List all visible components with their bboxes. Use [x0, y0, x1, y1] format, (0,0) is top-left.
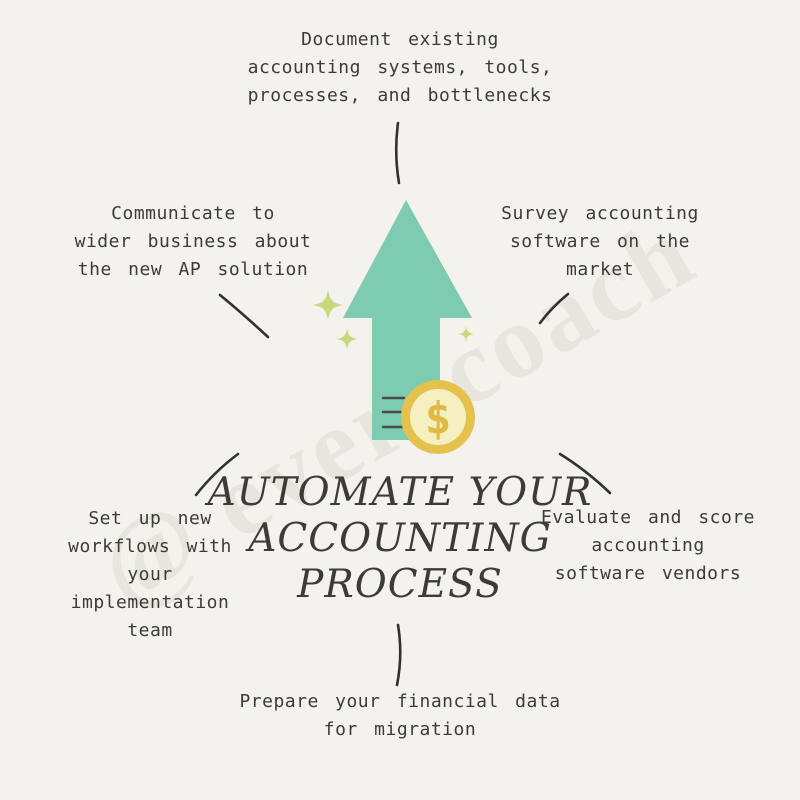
step-line: workflows with [68, 536, 232, 557]
step-document-systems: Document existing accounting systems, to… [150, 26, 650, 110]
step-line: processes, and bottlenecks [247, 85, 553, 106]
sparkle-icon [312, 289, 344, 321]
up-arrow-shape [343, 200, 472, 440]
coin-face [410, 389, 466, 445]
page-title: AUTOMATE YOUR ACCOUNTING PROCESS [150, 470, 650, 608]
sparkle-icon [336, 328, 358, 350]
step-line: team [127, 620, 173, 641]
step-survey-software: Survey accounting software on the market [460, 200, 740, 284]
step-communicate-solution: Communicate to wider business about the … [53, 200, 333, 284]
growth-arrow-icon: $ [312, 200, 475, 454]
step-line: software vendors [554, 563, 742, 584]
connector-lower-left [194, 452, 240, 497]
step-line: Survey accounting [501, 203, 699, 224]
step-line: implementation [70, 592, 230, 613]
sparkle-icon [458, 326, 474, 342]
step-line: Document existing [301, 29, 499, 50]
step-evaluate-vendors: Evaluate and score accounting software v… [508, 504, 788, 588]
step-line: software on the [509, 231, 691, 252]
title-line: PROCESS [297, 562, 503, 607]
step-line: Set up new [88, 508, 212, 529]
title-line: AUTOMATE YOUR [207, 470, 593, 515]
step-line: Prepare your financial data [239, 691, 561, 712]
step-line: Communicate to [111, 203, 275, 224]
dollar-coin-icon: $ [401, 380, 475, 454]
step-line: for migration [323, 719, 477, 740]
shaft-detail-lines [381, 396, 406, 429]
connector-upper-right [538, 292, 570, 325]
connector-upper-left [218, 293, 270, 339]
step-prepare-data: Prepare your financial data for migratio… [150, 688, 650, 744]
dollar-symbol: $ [425, 393, 452, 444]
connector-top [394, 121, 401, 185]
step-setup-workflows: Set up new workflows with your implement… [10, 505, 290, 645]
step-line: wider business about [74, 231, 312, 252]
connector-bottom [395, 623, 402, 687]
step-line: market [565, 259, 635, 280]
connector-lower-right [558, 452, 612, 495]
step-line: the new AP solution [77, 259, 309, 280]
title-line: ACCOUNTING [248, 516, 552, 561]
step-line: Evaluate and score [540, 507, 756, 528]
step-line: accounting [591, 535, 705, 556]
step-line: your [127, 564, 173, 585]
step-line: accounting systems, tools, [247, 57, 553, 78]
